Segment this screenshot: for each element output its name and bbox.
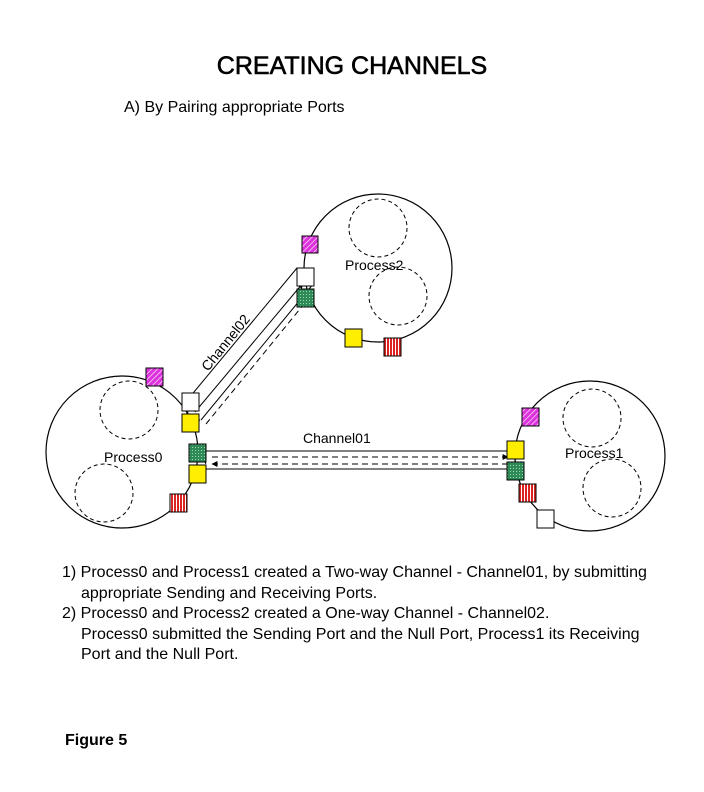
note-line: Port and the Null Port. — [81, 646, 239, 663]
subtitle: A) By Pairing appropriate Ports — [124, 99, 345, 116]
process0-port-magenta — [145, 367, 164, 387]
process0-port-green — [188, 443, 207, 463]
process2-node: Process2 — [303, 193, 453, 343]
channel01: Channel01 — [198, 430, 516, 470]
note-line: Process0 submitted the Sending Port and … — [81, 625, 640, 643]
note-line: 2) Process0 and Process2 created a One-w… — [62, 605, 550, 622]
process1-port-white — [536, 509, 555, 529]
process1-node: Process1 — [514, 380, 666, 532]
process1-label: Process1 — [565, 445, 624, 461]
process0-label: Process0 — [104, 449, 163, 465]
process1-port-magenta — [521, 407, 540, 427]
process2-port-white — [296, 267, 315, 287]
page-title: CREATING CHANNELS — [216, 52, 488, 81]
channel02: Channel02 — [183, 267, 315, 425]
process2-port-red — [383, 337, 402, 357]
process2-port-green — [296, 288, 315, 308]
process2-label: Process2 — [345, 257, 404, 273]
channel01-label: Channel01 — [303, 430, 371, 446]
notes: 1) Process0 and Process1 created a Two-w… — [62, 563, 647, 666]
note-line: 1) Process0 and Process1 created a Two-w… — [62, 564, 647, 581]
channel02-label: Channel02 — [198, 311, 253, 374]
process0-port-yellow-top — [181, 413, 200, 433]
process0-port-yellow-bottom — [188, 464, 207, 484]
process2-port-magenta — [301, 235, 319, 254]
note-line: appropriate Sending and Receiving Ports. — [81, 584, 378, 602]
process2-port-yellow — [344, 328, 363, 348]
process0-port-white — [181, 392, 200, 412]
process0-port-red — [169, 493, 188, 513]
process1-port-green — [506, 461, 525, 481]
process1-port-yellow — [506, 440, 525, 460]
figure-label: Figure 5 — [65, 732, 128, 749]
process1-port-red — [518, 483, 537, 503]
